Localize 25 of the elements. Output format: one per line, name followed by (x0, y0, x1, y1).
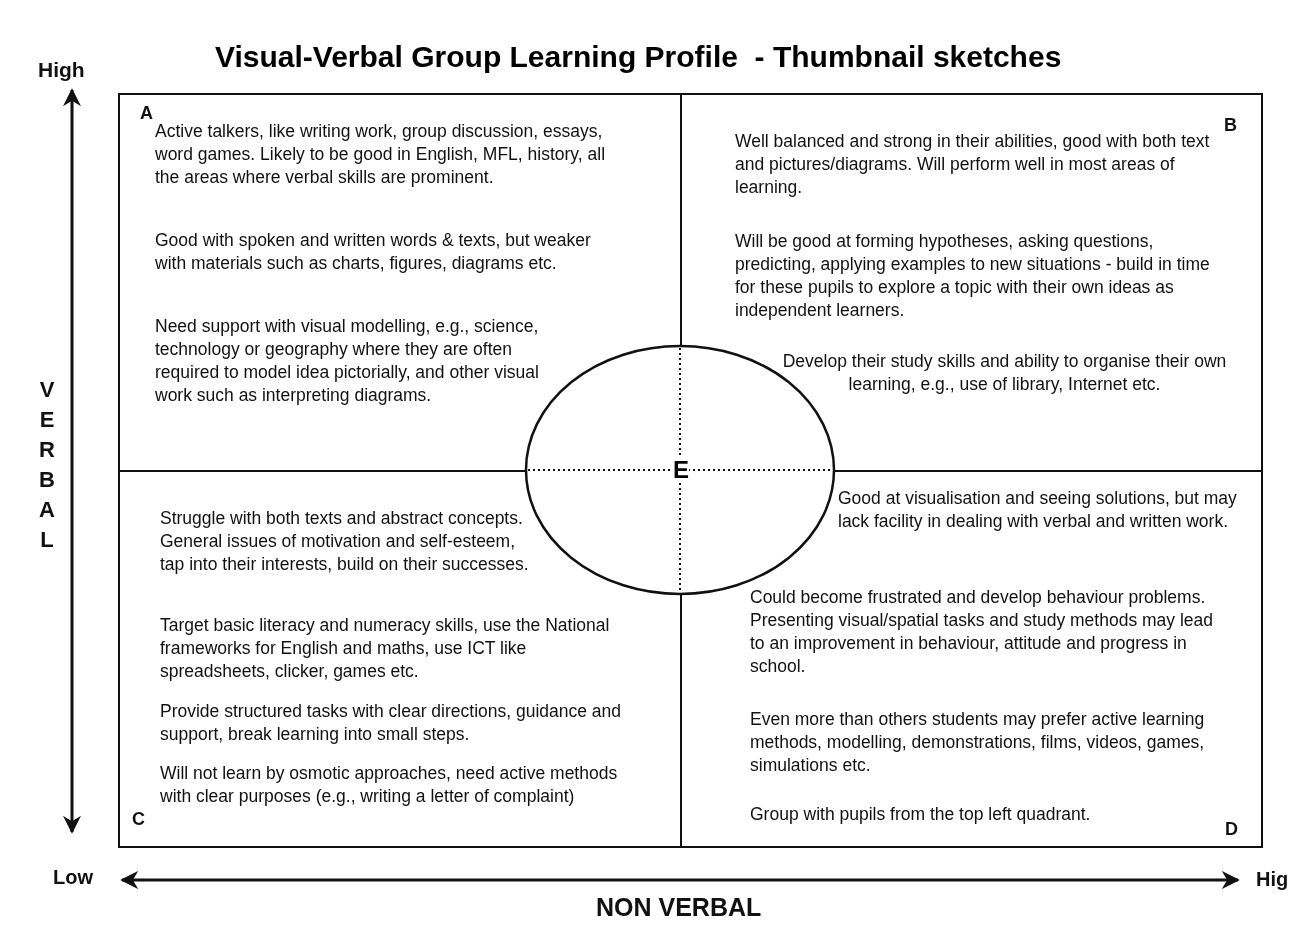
axis-label: Low (53, 866, 93, 889)
description-text: Will not learn by osmotic approaches, need active methods with clear purposes (e.g., writing a letter of complaint) (160, 762, 619, 808)
diagram-title: Visual-Verbal Group Learning Profile - Thumbnail sketches (215, 40, 1062, 74)
axis-title: VERBAL (38, 376, 56, 554)
description-text: Good at visualisation and seeing solutions, but may lack facility in dealing with verbal and written work. (838, 487, 1238, 533)
description-text: Active talkers, like writing work, group discussion, essays, word games. Likely to be good in English, MFL, history, all the areas where verbal skills are prominent. (155, 120, 607, 189)
description-text: Could become frustrated and develop behaviour problems. Presenting visual/spatial tasks and study methods may lead to an improvement in behaviour, attitude and progress in school. (750, 586, 1215, 678)
quadrant-letter: B (1224, 114, 1237, 137)
quadrant-letter: D (1225, 818, 1238, 841)
description-text: Develop their study skills and ability to organise their own learning, e.g., use of library, Internet etc. (782, 350, 1227, 396)
center-letter: E (673, 457, 689, 483)
axis-label: Hig (1256, 868, 1289, 891)
description-text: Group with pupils from the top left quadrant. (750, 803, 1092, 826)
axis-title: NON VERBAL (596, 893, 762, 922)
description-text: Well balanced and strong in their abilities, good with both text and pictures/diagrams. Will perform well in most areas of learning. (735, 130, 1211, 199)
description-text: Good with spoken and written words & texts, but weaker with materials such as charts, figures, diagrams etc. (155, 229, 592, 275)
axis-label: High (38, 58, 85, 82)
description-text: Struggle with both texts and abstract concepts. General issues of motivation and self-esteem, tap into their interests, build on their successes. (160, 507, 530, 576)
description-text: Target basic literacy and numeracy skills, use the National frameworks for English and maths, use ICT like spreadsheets, clicker, games etc. (160, 614, 611, 683)
description-text: Even more than others students may prefer active learning methods, modelling, demonstrations, films, videos, games, simulations etc. (750, 708, 1206, 777)
description-text: Provide structured tasks with clear directions, guidance and support, break learning into small steps. (160, 700, 623, 746)
quadrant-letter: A (140, 102, 153, 125)
description-text: Need support with visual modelling, e.g., science, technology or geography where they are often required to model idea pictorially, and other visual work such as interpreting diagrams. (155, 315, 540, 407)
description-text: Will be good at forming hypotheses, asking questions, predicting, applying examples to new situations - build in time for these pupils to explore a topic with their own ideas as independent learners. (735, 230, 1211, 322)
quadrant-letter: C (132, 808, 145, 831)
